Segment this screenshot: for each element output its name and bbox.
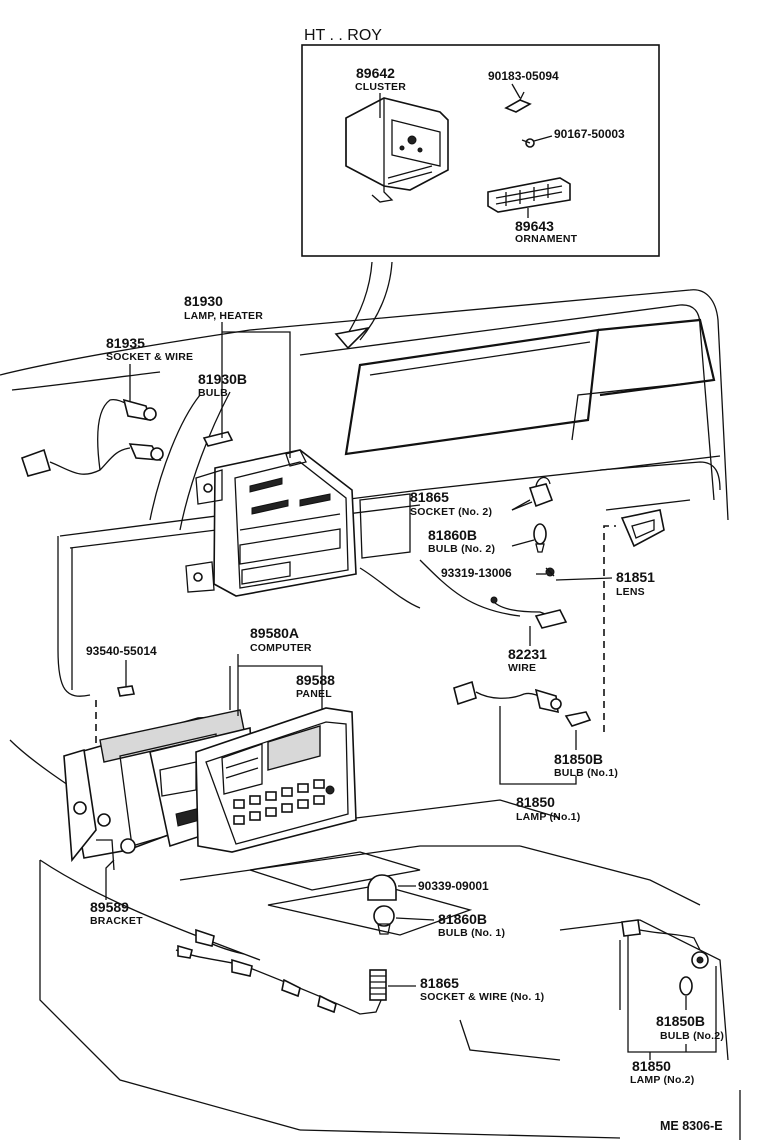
part-number: 81865 xyxy=(410,489,449,505)
part-name: ORNAMENT xyxy=(515,233,578,245)
part-name: SOCKET & WIRE (No. 1) xyxy=(420,991,544,1003)
part-name: WIRE xyxy=(508,662,536,674)
lamp-81850-illustration xyxy=(453,680,562,714)
part-number: 81850 xyxy=(516,794,555,810)
bulb-cap-90339-icon xyxy=(367,874,397,901)
screw-93319-icon xyxy=(545,567,555,577)
part-number: 81930 xyxy=(184,293,223,309)
part-number: 89589 xyxy=(90,899,129,915)
part-number: 81850B xyxy=(554,751,603,767)
lamp-no2-illustration xyxy=(621,919,709,996)
part-name: SOCKET (No. 2) xyxy=(410,506,492,518)
part-number: 81860B xyxy=(438,911,487,927)
wire-82231-illustration xyxy=(490,596,568,629)
panel-89588-illustration xyxy=(195,707,357,853)
part-name: BULB (No. 1) xyxy=(438,927,505,939)
socket-no2-illustration xyxy=(511,476,554,511)
heater-control-illustration xyxy=(185,449,357,597)
screw-93540-icon xyxy=(117,685,135,697)
part-name: LAMP, HEATER xyxy=(184,310,263,322)
socket-wire-no1-illustration xyxy=(175,928,387,1015)
part-name: BULB (No. 2) xyxy=(428,543,495,555)
part-number: 81860B xyxy=(428,527,477,543)
part-number: 81865 xyxy=(420,975,459,991)
lens-81851-illustration xyxy=(620,509,665,548)
part-name: SOCKET & WIRE xyxy=(106,351,193,363)
part-name: LAMP (No.2) xyxy=(630,1074,694,1086)
part-name: COMPUTER xyxy=(250,642,312,654)
part-number: 89580A xyxy=(250,625,299,641)
bulb-no2-icon xyxy=(533,523,547,553)
part-name: LAMP (No.1) xyxy=(516,811,580,823)
part-number: 90167-50003 xyxy=(554,127,625,141)
socket-wire-81935-illustration xyxy=(20,398,164,477)
clip-90183-icon xyxy=(504,91,532,113)
diagram-code: ME 8306-E xyxy=(660,1119,723,1133)
part-number: 81850B xyxy=(656,1013,705,1029)
part-name: BULB (No.2) xyxy=(660,1030,724,1042)
part-name: PANEL xyxy=(296,688,332,700)
part-number: 90183-05094 xyxy=(488,69,559,83)
part-name: BULB xyxy=(198,387,228,399)
part-number: 93319-13006 xyxy=(441,566,512,580)
inset-pointer-arrow xyxy=(334,261,393,350)
part-number: 89643 xyxy=(515,218,554,234)
part-number: 89588 xyxy=(296,672,335,688)
part-number: 82231 xyxy=(508,646,547,662)
bulb-81930b-icon xyxy=(202,431,234,447)
part-name: CLUSTER xyxy=(355,81,406,93)
bulb-81860b-no1-icon xyxy=(373,905,395,935)
part-number: 81850 xyxy=(632,1058,671,1074)
part-name: BULB (No.1) xyxy=(554,767,618,779)
screw-90167-icon xyxy=(521,135,553,148)
cluster-illustration xyxy=(345,97,449,203)
part-number: 90339-09001 xyxy=(418,879,489,893)
part-name: LENS xyxy=(616,586,645,598)
part-number: 81851 xyxy=(616,569,655,585)
part-number: 81930B xyxy=(198,371,247,387)
part-number: 93540-55014 xyxy=(86,644,157,658)
ornament-illustration xyxy=(487,177,571,213)
variant-label: HT . . ROY xyxy=(304,27,382,44)
part-number: 81935 xyxy=(106,335,145,351)
inset-box: 89642 CLUSTER 90183-05094 90167-50003 89… xyxy=(301,44,660,257)
part-number: 89642 xyxy=(356,65,395,81)
bulb-81850b-icon xyxy=(564,711,592,727)
part-name: BRACKET xyxy=(90,915,143,927)
